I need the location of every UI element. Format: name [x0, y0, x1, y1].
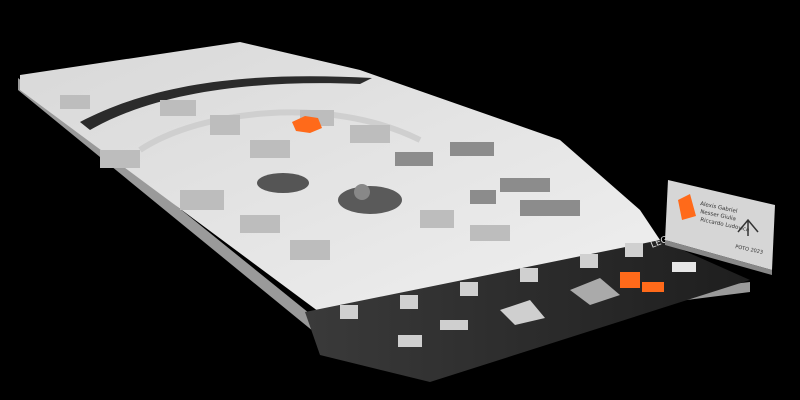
stadium — [338, 186, 402, 214]
highlighted-building — [292, 116, 322, 133]
arena — [257, 173, 309, 193]
label-card — [665, 180, 775, 270]
label-card-logo-text: POTO 2023 — [735, 244, 764, 256]
label-card-logo — [678, 194, 759, 236]
stadium-dome — [354, 184, 370, 200]
tower-blocks — [395, 142, 580, 216]
legend-items — [398, 262, 696, 347]
river — [80, 76, 372, 130]
legend-qr-codes — [340, 243, 643, 319]
label-card-edge — [665, 240, 772, 275]
